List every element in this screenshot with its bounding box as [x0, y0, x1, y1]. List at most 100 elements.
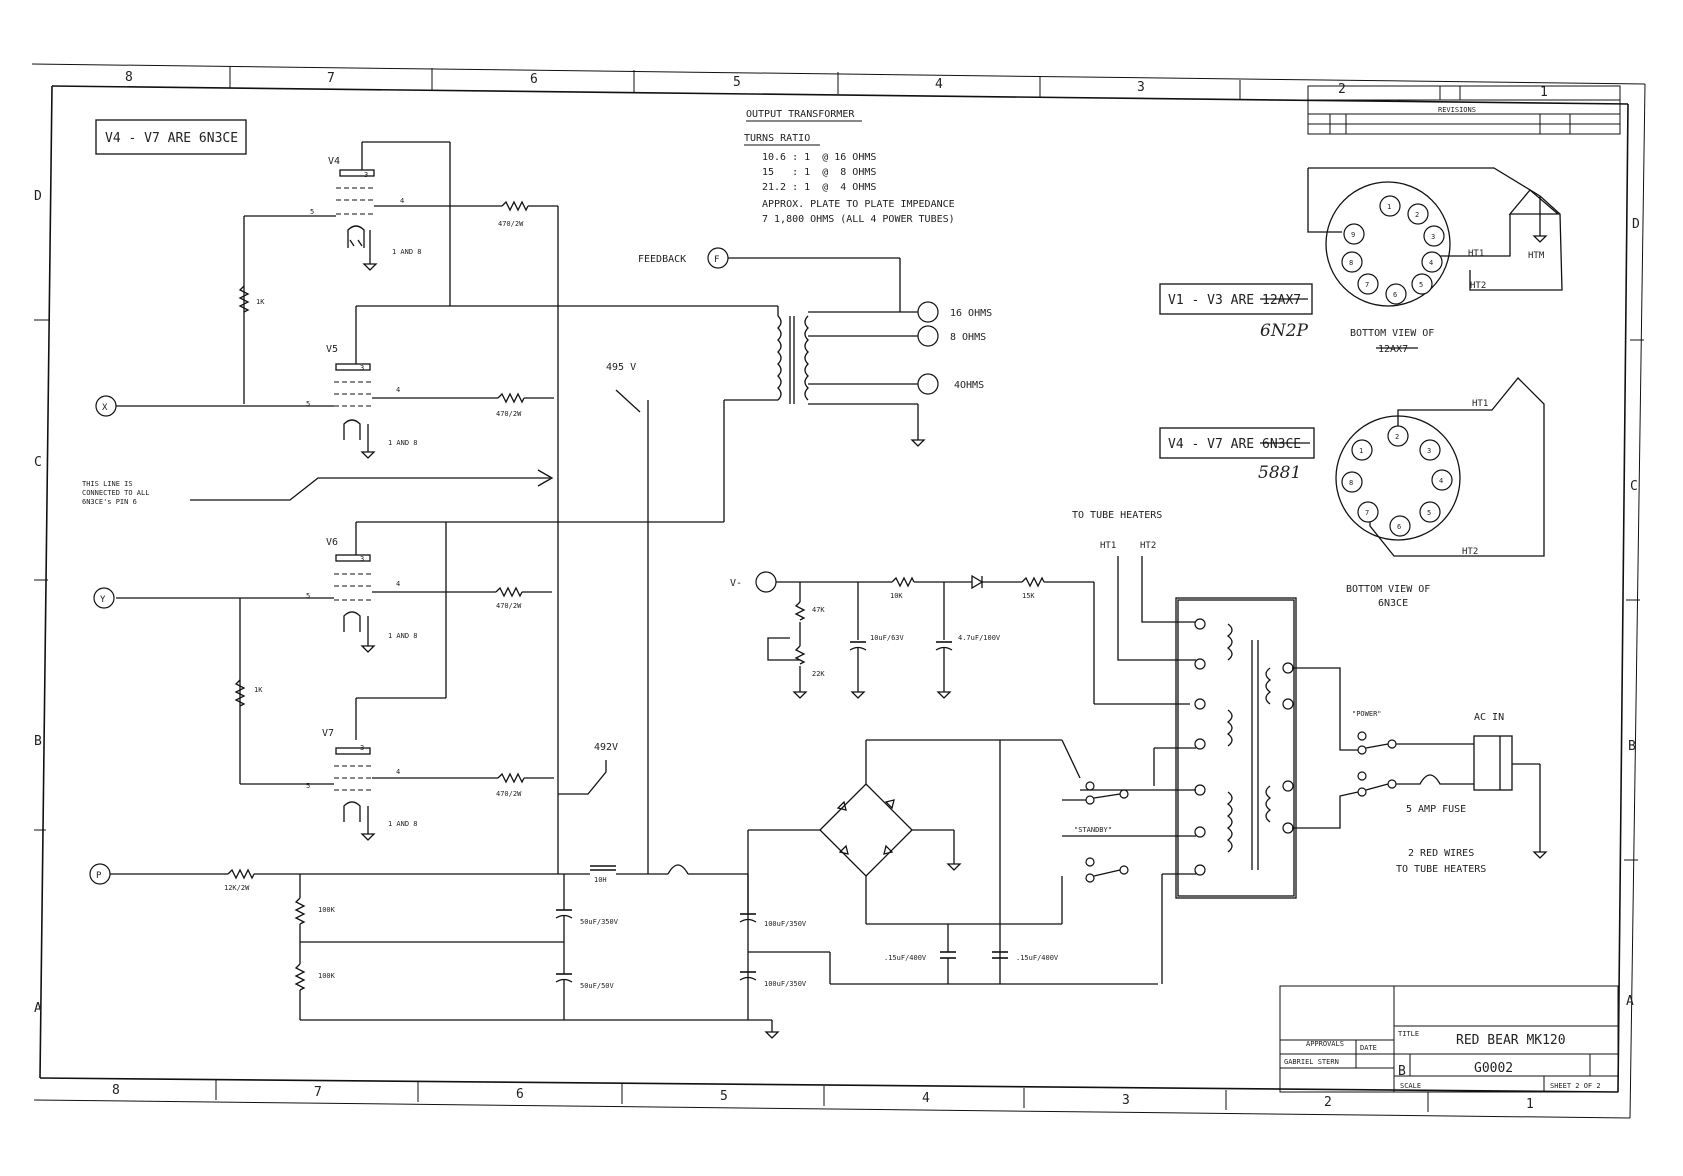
base1-pin-1: 1	[1387, 203, 1391, 211]
feedback-label: FEEDBACK	[638, 254, 686, 265]
zone-top-7: 7	[327, 71, 335, 86]
resistor-47k: 47K	[812, 606, 825, 614]
grid-resistor-1-value: 1K	[256, 298, 265, 306]
approvals-label: APPROVALS	[1306, 1040, 1344, 1048]
ground-note: THIS LINE IS CONNECTED TO ALL 6N3CE's PI…	[82, 469, 554, 506]
cap-4-7uf: 4.7uF/100V	[958, 634, 1001, 642]
impedance-line-2: 7 1,800 OHMS (ALL 4 POWER TUBES)	[762, 214, 955, 225]
tube-v5-pin4: 4	[396, 386, 400, 394]
tube-v5: V5 1 AND 8 4 3 5 470/2W	[114, 344, 554, 459]
note-v4-v7-text: V4 - V7 ARE 6N3CE	[105, 131, 238, 146]
base2-ht2: HT2	[1462, 547, 1478, 557]
output-8-ohms: 8 OHMS	[950, 332, 986, 343]
resistor-22k: 22K	[812, 670, 825, 678]
turns-16: 10.6 : 1 @ 16 OHMS	[762, 152, 876, 163]
voltage-495: 495 V	[606, 362, 636, 373]
zone-bottom-5: 5	[720, 1089, 728, 1104]
red-wires-line-2: TO TUBE HEATERS	[1396, 864, 1486, 875]
base1-htm: HTM	[1528, 251, 1545, 261]
standby-switch: "STANDBY"	[1061, 739, 1129, 883]
tube-heaters-label: TO TUBE HEATERS	[1072, 510, 1162, 521]
red-wires-line-1: 2 RED WIRES	[1408, 848, 1474, 859]
zone-bottom-8: 8	[112, 1083, 120, 1098]
connector-x: X	[102, 403, 108, 413]
note-v4-v7-base-hand: 5881	[1258, 463, 1301, 483]
base1-pins: 1 2 3 4 5 6 7 8 9	[1341, 195, 1445, 305]
tube-v6-pin3: 3	[360, 555, 364, 563]
tube-v4-res: 470/2W	[498, 220, 524, 228]
tube-v5-pin5: 5	[306, 400, 310, 408]
resistor-10k: 10K	[890, 592, 903, 600]
power-tubes: V4 1 AND 8 4 3 5 470/2W V5	[114, 141, 778, 874]
zone-top-6: 6	[530, 72, 538, 87]
tube-v7: V7 1 AND 8 4 3 5 470/2W	[240, 728, 554, 841]
cap-100uf-2: 100uF/350V	[764, 980, 807, 988]
note-v1-v3-hand: 6N2P	[1260, 321, 1309, 341]
output-16-ohms: 16 OHMS	[950, 308, 992, 319]
tube-v7-res: 470/2W	[496, 790, 522, 798]
base1-ht1: HT1	[1468, 249, 1484, 259]
tube-v4-pin4: 4	[400, 197, 404, 205]
base2-caption-2: 6N3CE	[1378, 598, 1408, 609]
base1-pin-4: 4	[1429, 259, 1433, 267]
tube-v6-cath: 1 AND 8	[388, 632, 418, 640]
zone-top-1: 1	[1540, 85, 1548, 100]
zone-labels: 8 7 6 5 4 3 2 1 8 7 6 5 4 3 2 1 D C B A …	[34, 70, 1640, 1112]
base2-pin-3: 3	[1427, 447, 1431, 455]
zone-bottom-3: 3	[1122, 1093, 1130, 1108]
cap-100uf-1: 100uF/350V	[764, 920, 807, 928]
zone-right-d: D	[1632, 217, 1640, 232]
title-label: TITLE	[1398, 1030, 1419, 1038]
zone-right-c: C	[1630, 479, 1638, 494]
heater-ht2-label: HT2	[1140, 541, 1156, 551]
zone-right-a: A	[1626, 994, 1634, 1009]
note-v4-v7-box: V4 - V7 ARE 6N3CE	[95, 119, 247, 155]
tube-v4-cath: 1 AND 8	[392, 248, 422, 256]
resistor-p-value: 12K/2W	[224, 884, 250, 892]
cap-10uf: 10uF/63V	[870, 634, 905, 642]
revisions-label: REVISIONS	[1438, 106, 1476, 114]
tube-v4: V4 1 AND 8 4 3 5 470/2W	[243, 156, 558, 404]
note-v4-v7-base: V4 - V7 ARE 6N3CE 5881	[1159, 427, 1315, 483]
output-transformer: 16 OHMS 8 OHMS 4OHMS 495 V	[606, 301, 992, 874]
tube-v7-name: V7	[322, 728, 334, 739]
ac-in-label: AC IN	[1474, 712, 1504, 723]
connector-f: F	[714, 255, 719, 265]
zone-left-c: C	[34, 455, 42, 470]
tube-base-9pin: HT1 HT2 HTM 1 2 3 4 5 6 7 8 9 BOTTOM VIE…	[1307, 167, 1563, 355]
turns-8: 15 : 1 @ 8 OHMS	[762, 167, 876, 178]
base2-pins: 1 2 3 4 5 6 7 8	[1341, 425, 1453, 537]
base1-pin-5: 5	[1419, 281, 1423, 289]
zone-top-4: 4	[935, 77, 943, 92]
connector-vminus: V-	[730, 578, 742, 589]
turns-4: 21.2 : 1 @ 4 OHMS	[762, 182, 876, 193]
note-v1-v3-text: V1 - V3 ARE	[1168, 293, 1254, 308]
tube-v6: V6 1 AND 8 4 3 5 470/2W	[116, 537, 552, 784]
zone-bottom-6: 6	[516, 1087, 524, 1102]
tube-v4-pin5: 5	[310, 208, 314, 216]
zone-right-b: B	[1628, 739, 1636, 754]
drawing-number: G0002	[1474, 1061, 1513, 1076]
ground-note-line-1: THIS LINE IS	[82, 480, 133, 488]
base2-pin-2: 2	[1395, 433, 1399, 441]
tube-v6-name: V6	[326, 537, 338, 548]
heater-ht1-label: HT1	[1100, 541, 1116, 551]
base2-pin-4: 4	[1439, 477, 1443, 485]
tube-v6-pin5: 5	[306, 592, 310, 600]
zone-bottom-7: 7	[314, 1085, 322, 1100]
tube-v4-pin3: 3	[364, 171, 368, 179]
zone-bottom-4: 4	[922, 1091, 930, 1106]
mains-input: "POWER" AC IN 5 AMP FUSE 2 RED WIRES TO …	[1292, 667, 1548, 875]
cap-015-1: .15uF/400V	[884, 954, 927, 962]
tube-v4-name: V4	[328, 156, 340, 167]
drawing-size: B	[1398, 1064, 1406, 1079]
base1-pin-8: 8	[1349, 259, 1353, 267]
zone-top-5: 5	[733, 75, 741, 90]
tube-v5-res: 470/2W	[496, 410, 522, 418]
fuse-label: 5 AMP FUSE	[1406, 804, 1466, 815]
tube-base-8pin: HT1 HT2 1 2 3 4 5 6 7 8 BOTTOM VIEW OF 6…	[1335, 377, 1545, 609]
base2-pin-1: 1	[1359, 447, 1363, 455]
connector-y: Y	[100, 595, 106, 605]
base2-ht1: HT1	[1472, 399, 1488, 409]
zone-top-2: 2	[1338, 82, 1346, 97]
